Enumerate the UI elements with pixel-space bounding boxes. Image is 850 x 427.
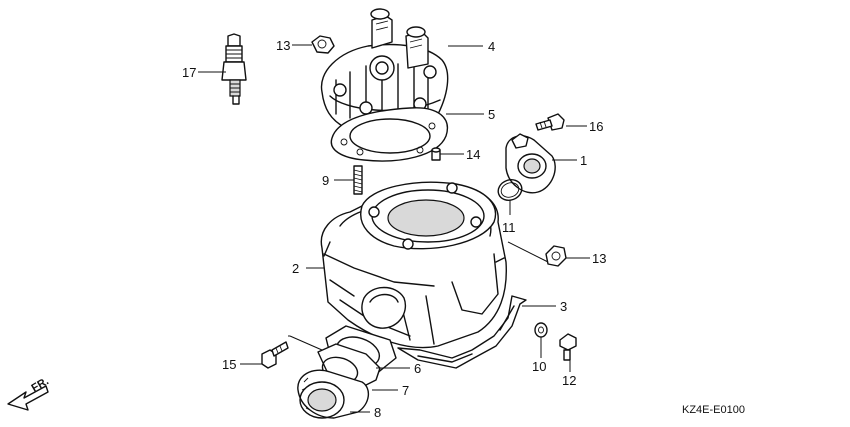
stud-bolt-part <box>353 165 363 195</box>
head-gasket-part <box>330 107 448 162</box>
callout-8: 8 <box>374 405 381 420</box>
callout-1: 1 <box>580 153 587 168</box>
flange-bolt-part <box>535 113 565 131</box>
cap-nut-right-part <box>545 245 567 267</box>
callout-12: 12 <box>562 373 576 388</box>
cap-nut-top-part <box>311 35 335 54</box>
front-direction-marker <box>7 385 49 411</box>
o-ring-part <box>497 179 523 201</box>
callout-13-top: 13 <box>276 38 290 53</box>
callout-16: 16 <box>589 119 603 134</box>
drain-bolt-part <box>559 333 577 361</box>
base-gasket-part <box>397 295 527 369</box>
callout-2: 2 <box>292 261 299 276</box>
reference-code: KZ4E-E0100 <box>682 404 745 416</box>
callout-9: 9 <box>322 173 329 188</box>
washer-part <box>534 322 548 338</box>
callout-14: 14 <box>466 147 480 162</box>
callout-15: 15 <box>222 357 236 372</box>
cylinder-head-part <box>320 8 449 135</box>
callout-11: 11 <box>502 220 516 235</box>
exhaust-flange-part <box>505 133 556 194</box>
callout-10: 10 <box>532 359 546 374</box>
callout-13-right: 13 <box>592 251 606 266</box>
dowel-pin-part <box>431 147 441 161</box>
callout-4: 4 <box>488 39 495 54</box>
callout-3: 3 <box>560 299 567 314</box>
callout-labels: 17 13 4 5 14 9 16 1 11 13 2 3 10 12 15 6… <box>182 38 606 420</box>
cylinder-part <box>320 181 507 349</box>
leader-lines <box>198 44 590 413</box>
intake-pipe-part <box>297 369 369 419</box>
callout-5: 5 <box>488 107 495 122</box>
intake-bolt-part <box>261 341 289 369</box>
callout-7: 7 <box>402 383 409 398</box>
spark-plug-part <box>221 33 247 105</box>
callout-17: 17 <box>182 65 196 80</box>
callout-6: 6 <box>414 361 421 376</box>
